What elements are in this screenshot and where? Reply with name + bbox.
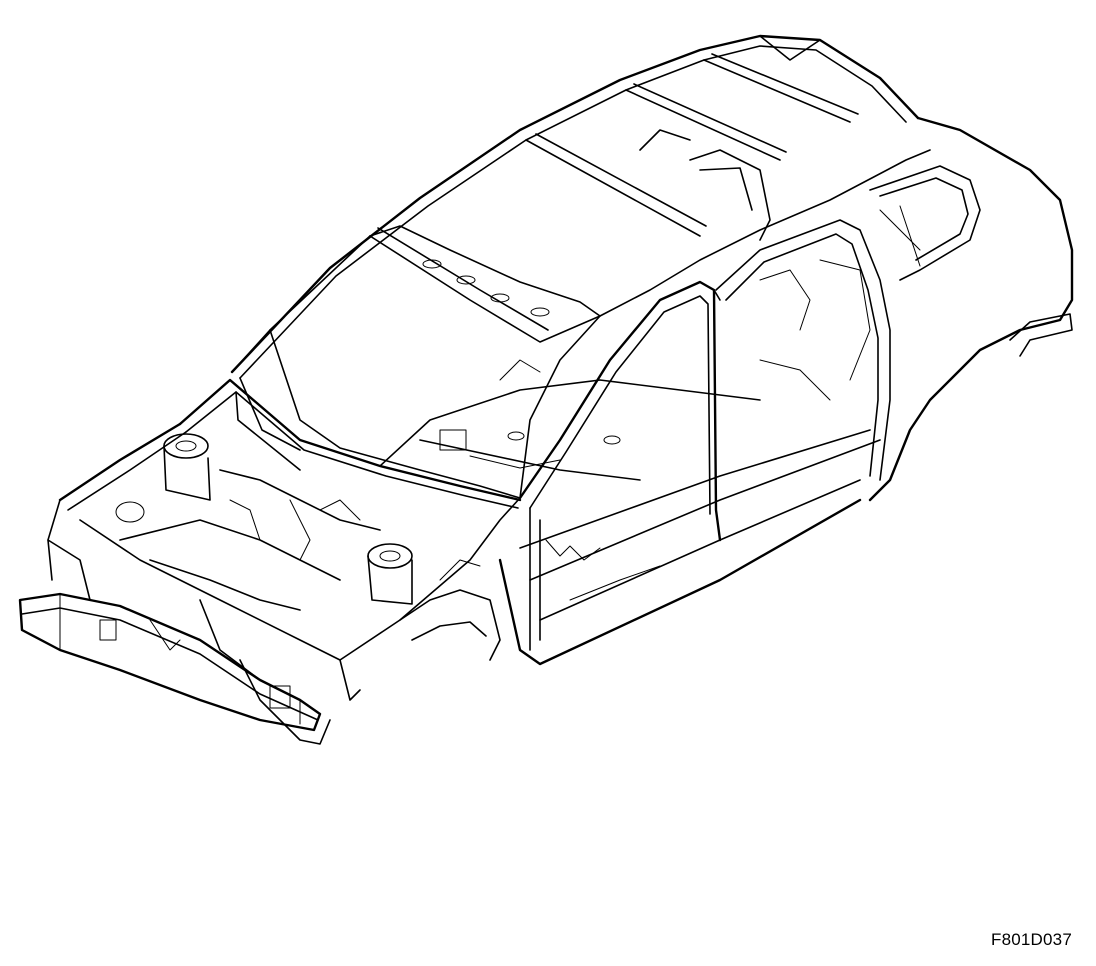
- rear-seat-frame: [639, 129, 871, 401]
- front-wheelhouse: [399, 559, 501, 661]
- front-bumper-beam: [18, 592, 322, 732]
- floor-pan: [379, 359, 761, 481]
- rear-quarter-panel: [868, 116, 1074, 502]
- rear-door-opening: [713, 219, 891, 481]
- roof-frame: [230, 34, 931, 379]
- roof-cross-members: [525, 35, 859, 237]
- front-shock-tower-left: [163, 433, 211, 501]
- front-header-panel: [369, 225, 601, 317]
- cowl-panel: [178, 378, 522, 509]
- front-shock-tower-right: [367, 543, 413, 605]
- windshield-opening: [231, 235, 601, 499]
- figure-code-label: F801D037: [991, 930, 1072, 949]
- radiator-support: [47, 499, 361, 745]
- rocker-panel: [498, 429, 881, 666]
